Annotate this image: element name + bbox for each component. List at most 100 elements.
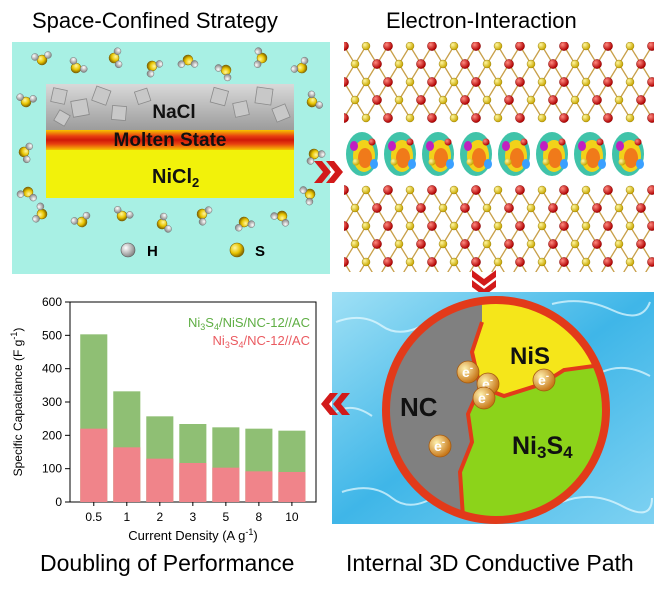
h-legend-label: H xyxy=(147,243,158,260)
ni-atom xyxy=(636,95,646,105)
s-atom xyxy=(537,42,547,51)
bar-ni3s4-nc-3 xyxy=(179,463,207,502)
nicl2-sub: 2 xyxy=(192,175,199,190)
s-atom xyxy=(537,77,547,87)
y-tick-label: 0 xyxy=(55,495,62,509)
s-atom xyxy=(361,113,371,123)
ni-atom xyxy=(603,185,613,195)
bar-ni3s4-nc-2 xyxy=(146,458,174,502)
bar-ni3s4-nc-1 xyxy=(113,447,141,502)
h2s-molecule xyxy=(113,206,134,222)
bar-ni3s4-nc-5 xyxy=(212,467,240,502)
h2s-molecule xyxy=(16,93,37,108)
s-atom xyxy=(625,221,635,231)
ni-atom xyxy=(559,185,569,195)
ni-atom xyxy=(592,203,602,213)
ni3s4-label: Ni3S4 xyxy=(512,432,573,462)
ni-atom xyxy=(383,113,393,123)
x-tick-label: 3 xyxy=(189,510,196,524)
y-tick-label: 500 xyxy=(42,328,62,342)
s-atom xyxy=(493,77,503,87)
s-atom xyxy=(537,221,547,231)
chart-bars xyxy=(80,334,306,502)
s-atom xyxy=(625,257,635,267)
s-atom xyxy=(625,77,635,87)
ni-atom xyxy=(548,95,558,105)
s-atom xyxy=(361,257,371,267)
s-atom xyxy=(438,239,448,249)
ni-atom xyxy=(416,59,426,69)
s-atom xyxy=(438,95,448,105)
legend-entry-2: Ni3S4/NC-12//AC xyxy=(213,333,310,350)
x-tick-label: 8 xyxy=(256,510,263,524)
electron-icon: e- xyxy=(456,360,480,384)
ni-atom xyxy=(471,77,481,87)
h2s-molecule xyxy=(306,90,323,109)
ni-atom xyxy=(383,221,393,231)
ni-atom xyxy=(548,203,558,213)
electron-icon: e- xyxy=(428,434,452,458)
ni-atom xyxy=(372,95,382,105)
ni-atom xyxy=(344,257,349,267)
nc-label: NC xyxy=(400,392,438,422)
s-atom xyxy=(405,257,415,267)
s-legend-label: S xyxy=(255,243,265,260)
ni-atom xyxy=(460,59,470,69)
ni-atom xyxy=(344,221,349,231)
s-atom xyxy=(449,257,459,267)
s-atom xyxy=(361,77,371,87)
s-atom xyxy=(493,221,503,231)
s-atom xyxy=(493,185,503,195)
s-atom xyxy=(482,59,492,69)
s-atom xyxy=(482,203,492,213)
s-atom xyxy=(350,239,360,249)
ni-atom xyxy=(603,77,613,87)
ni-atom xyxy=(372,239,382,249)
ni-atom xyxy=(383,42,393,51)
ni-atom xyxy=(636,59,646,69)
ni-atom xyxy=(603,221,613,231)
ni-atom xyxy=(515,257,525,267)
y-tick-label: 100 xyxy=(42,462,62,476)
x-tick-label: 1 xyxy=(123,510,130,524)
ni-atom xyxy=(636,239,646,249)
s-atom xyxy=(537,257,547,267)
h2s-molecule xyxy=(156,212,172,233)
s-atom xyxy=(449,77,459,87)
nicl2-layer xyxy=(46,150,294,198)
ni-atom xyxy=(344,185,349,195)
s-atom xyxy=(625,185,635,195)
s-atom xyxy=(350,203,360,213)
ni-atom xyxy=(427,42,437,51)
conductive-path-panel: NC NiS Ni3S4 e-e-e-e-e- xyxy=(332,292,654,524)
ni-atom xyxy=(471,221,481,231)
s-atom xyxy=(570,95,580,105)
s-atom xyxy=(537,185,547,195)
ni-atom xyxy=(504,95,514,105)
ni-atom xyxy=(592,59,602,69)
nicl2-label: NiCl2 xyxy=(152,166,199,190)
nacl-label: NaCl xyxy=(152,102,195,123)
s-atom xyxy=(350,95,360,105)
s-atom xyxy=(581,113,591,123)
ni-atom xyxy=(559,257,569,267)
ni-atom xyxy=(515,221,525,231)
s-atom xyxy=(394,59,404,69)
s-atom-legend-icon xyxy=(229,242,245,258)
molten-layer xyxy=(46,130,294,150)
s-atom xyxy=(526,239,536,249)
s-atom xyxy=(581,77,591,87)
ni3s4-label-s: S xyxy=(546,432,563,460)
ni-atom xyxy=(603,113,613,123)
ni-atom xyxy=(592,239,602,249)
bar-ni3s4-nc-10 xyxy=(278,472,306,502)
s-atom xyxy=(361,42,371,51)
s-atom xyxy=(361,221,371,231)
s-atom xyxy=(581,221,591,231)
ni3s4-label-3: 3 xyxy=(537,443,546,462)
nis-label: NiS xyxy=(510,343,550,370)
ni-atom xyxy=(344,42,349,51)
s-atom xyxy=(449,221,459,231)
particle-rim xyxy=(382,296,610,524)
